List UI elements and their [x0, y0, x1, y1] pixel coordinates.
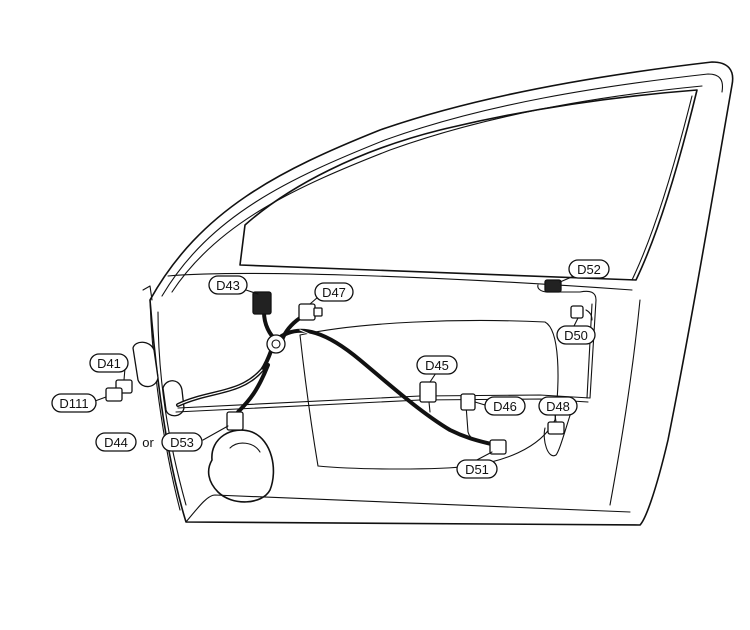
label-d48: D48 — [546, 399, 570, 414]
callout-d43: D43 — [208, 275, 248, 295]
callout-d111: D111 — [51, 393, 97, 413]
connector-d45 — [419, 381, 437, 403]
label-d43: D43 — [216, 278, 240, 293]
label-d46: D46 — [493, 399, 517, 414]
hinge-grommets — [132, 341, 185, 417]
connector-d47 — [298, 303, 316, 321]
connectors — [105, 279, 584, 455]
callout-d50: D50 — [556, 325, 596, 345]
label-d53: D53 — [170, 435, 194, 450]
label-d41: D41 — [97, 356, 121, 371]
callout-d47: D47 — [314, 282, 354, 302]
callout-d48: D48 — [538, 396, 578, 416]
connector-d43 — [252, 291, 272, 315]
callout-d46: D46 — [484, 396, 526, 416]
grommet-center — [266, 334, 286, 354]
label-d50: D50 — [564, 328, 588, 343]
label-d44: D44 — [104, 435, 128, 450]
connector-d51 — [489, 439, 507, 455]
callout-d51: D51 — [456, 459, 498, 479]
callout-d45: D45 — [416, 355, 458, 375]
callout-d41: D41 — [89, 353, 129, 373]
label-d111: D111 — [59, 396, 88, 411]
callout-d44-or-d53: D44 or D53 — [95, 432, 203, 452]
label-or: or — [142, 435, 154, 450]
door-outline — [142, 61, 734, 526]
connector-d44 — [226, 411, 244, 431]
connector-d46 — [460, 393, 476, 411]
callout-d52: D52 — [568, 259, 610, 279]
connector-d52 — [544, 279, 562, 293]
connector-d111 — [105, 387, 123, 402]
door-speaker — [207, 429, 275, 503]
label-d51: D51 — [465, 462, 489, 477]
connector-d48 — [547, 421, 565, 435]
connector-d50 — [570, 305, 584, 319]
label-d45: D45 — [425, 358, 449, 373]
label-d47: D47 — [322, 285, 346, 300]
label-d52: D52 — [577, 262, 601, 277]
